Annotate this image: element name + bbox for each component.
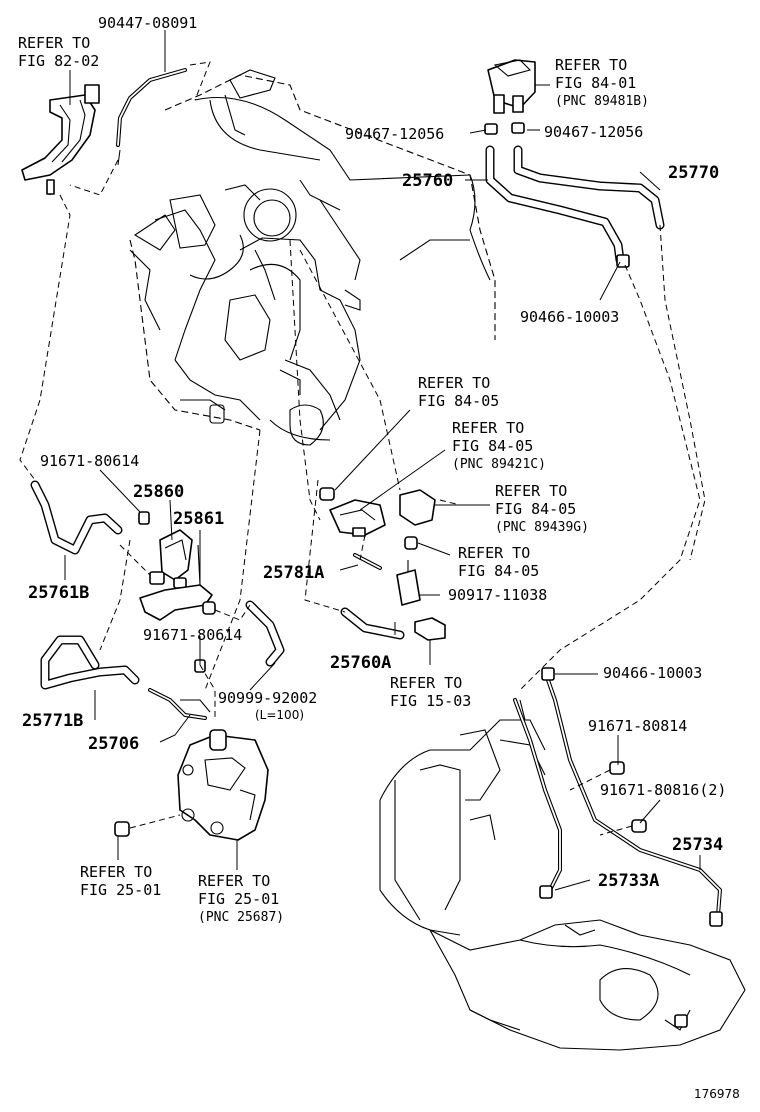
refer-fig84-05-d-line1: REFER TO [458, 544, 530, 562]
labels: REFER TO FIG 82-02 90447-08091 REFER TO … [18, 14, 740, 1101]
part-25770: 25770 [668, 163, 719, 183]
tube-25733A [513, 698, 562, 899]
refer-fig82-02-line2: FIG 82-02 [18, 52, 99, 70]
filter-90917-11038 [396, 560, 421, 606]
part-25761B: 25761B [28, 583, 89, 603]
refer-fig25-01-b-line1: REFER TO [198, 872, 270, 890]
refer-fig84-05-c-line1: REFER TO [495, 482, 567, 500]
hose-25760A [340, 607, 405, 640]
hose-90447-08091 [116, 68, 187, 166]
bolt-center [319, 487, 335, 501]
part-25760A: 25760A [330, 653, 391, 673]
refer-fig84-01-line1: REFER TO [555, 56, 627, 74]
vsv-25860 [138, 511, 193, 589]
refer-fig84-05-a-line2: FIG 84-05 [418, 392, 499, 410]
part-25771B: 25771B [22, 711, 83, 731]
length-l100: (L=100) [255, 708, 304, 722]
refer-fig84-01-line2: FIG 84-01 [555, 74, 636, 92]
part-25733A: 25733A [598, 871, 659, 891]
part-91671-80614-mid: 91671-80614 [143, 626, 242, 644]
part-91671-80614-top: 91671-80614 [40, 452, 139, 470]
part-90447-08091: 90447-08091 [98, 14, 197, 32]
engine-assembly [129, 69, 496, 446]
part-90466-10003-mid: 90466-10003 [603, 664, 702, 682]
vsv-89421C [329, 499, 386, 537]
hose-25770 [513, 145, 665, 230]
bracket-25861 [139, 544, 216, 621]
refer-fig25-01-a-line2: FIG 25-01 [80, 881, 161, 899]
leader-lines [64, 30, 701, 891]
clamp-center [414, 617, 446, 641]
refer-fig84-01-line3: (PNC 89481B) [555, 94, 649, 109]
refer-fig25-01-a-line1: REFER TO [80, 863, 152, 881]
connection-lines [19, 61, 706, 836]
refer-fig15-03-line1: REFER TO [390, 674, 462, 692]
refer-fig84-05-d-line2: FIG 84-05 [458, 562, 539, 580]
part-90999-92002: 90999-92002 [218, 689, 317, 707]
part-91671-80814: 91671-80814 [588, 717, 687, 735]
figure-number: 176978 [694, 1087, 740, 1101]
hose-25761B [30, 480, 123, 555]
refer-fig84-05-a-line1: REFER TO [418, 374, 490, 392]
part-25760: 25760 [402, 171, 453, 191]
part-25706: 25706 [88, 734, 139, 754]
part-25781A: 25781A [263, 563, 324, 583]
refer-fig84-05-c-line2: FIG 84-05 [495, 500, 576, 518]
part-90467-12056-left: 90467-12056 [345, 125, 444, 143]
refer-fig15-03-line2: FIG 15-03 [390, 692, 471, 710]
part-90917-11038: 90917-11038 [448, 586, 547, 604]
refer-fig82-02-line1: REFER TO [18, 34, 90, 52]
hose-90999-92002 [245, 600, 285, 667]
part-25734: 25734 [672, 835, 723, 855]
catalytic-converter [379, 699, 746, 1051]
refer-fig84-05-b-line3: (PNC 89421C) [452, 457, 546, 472]
pipe-25706 [148, 659, 211, 720]
tube-25734 [541, 667, 723, 927]
refer-fig25-01-b-line2: FIG 25-01 [198, 890, 279, 908]
vsv-89439G [399, 489, 436, 550]
part-25861: 25861 [173, 509, 224, 529]
refer-fig84-05-b-line2: FIG 84-05 [452, 437, 533, 455]
part-90467-12056-right: 90467-12056 [544, 123, 643, 141]
refer-fig25-01-b-line3: (PNC 25687) [198, 910, 284, 925]
bolts-lower-right [609, 761, 647, 833]
part-91671-80816: 91671-80816(2) [600, 781, 726, 799]
hose-25781A [353, 553, 382, 570]
refer-fig84-05-c-line3: (PNC 89439G) [495, 520, 589, 535]
pump-bracket [114, 729, 269, 841]
vacuum-bracket-upper [21, 84, 100, 195]
clip-90466-10003-top [616, 254, 630, 268]
hose-25771B [40, 635, 140, 690]
refer-fig84-05-b-line1: REFER TO [452, 419, 524, 437]
part-90466-10003-top: 90466-10003 [520, 308, 619, 326]
hose-25760 [485, 145, 625, 265]
part-25860: 25860 [133, 482, 184, 502]
vsv-upper [484, 59, 536, 135]
